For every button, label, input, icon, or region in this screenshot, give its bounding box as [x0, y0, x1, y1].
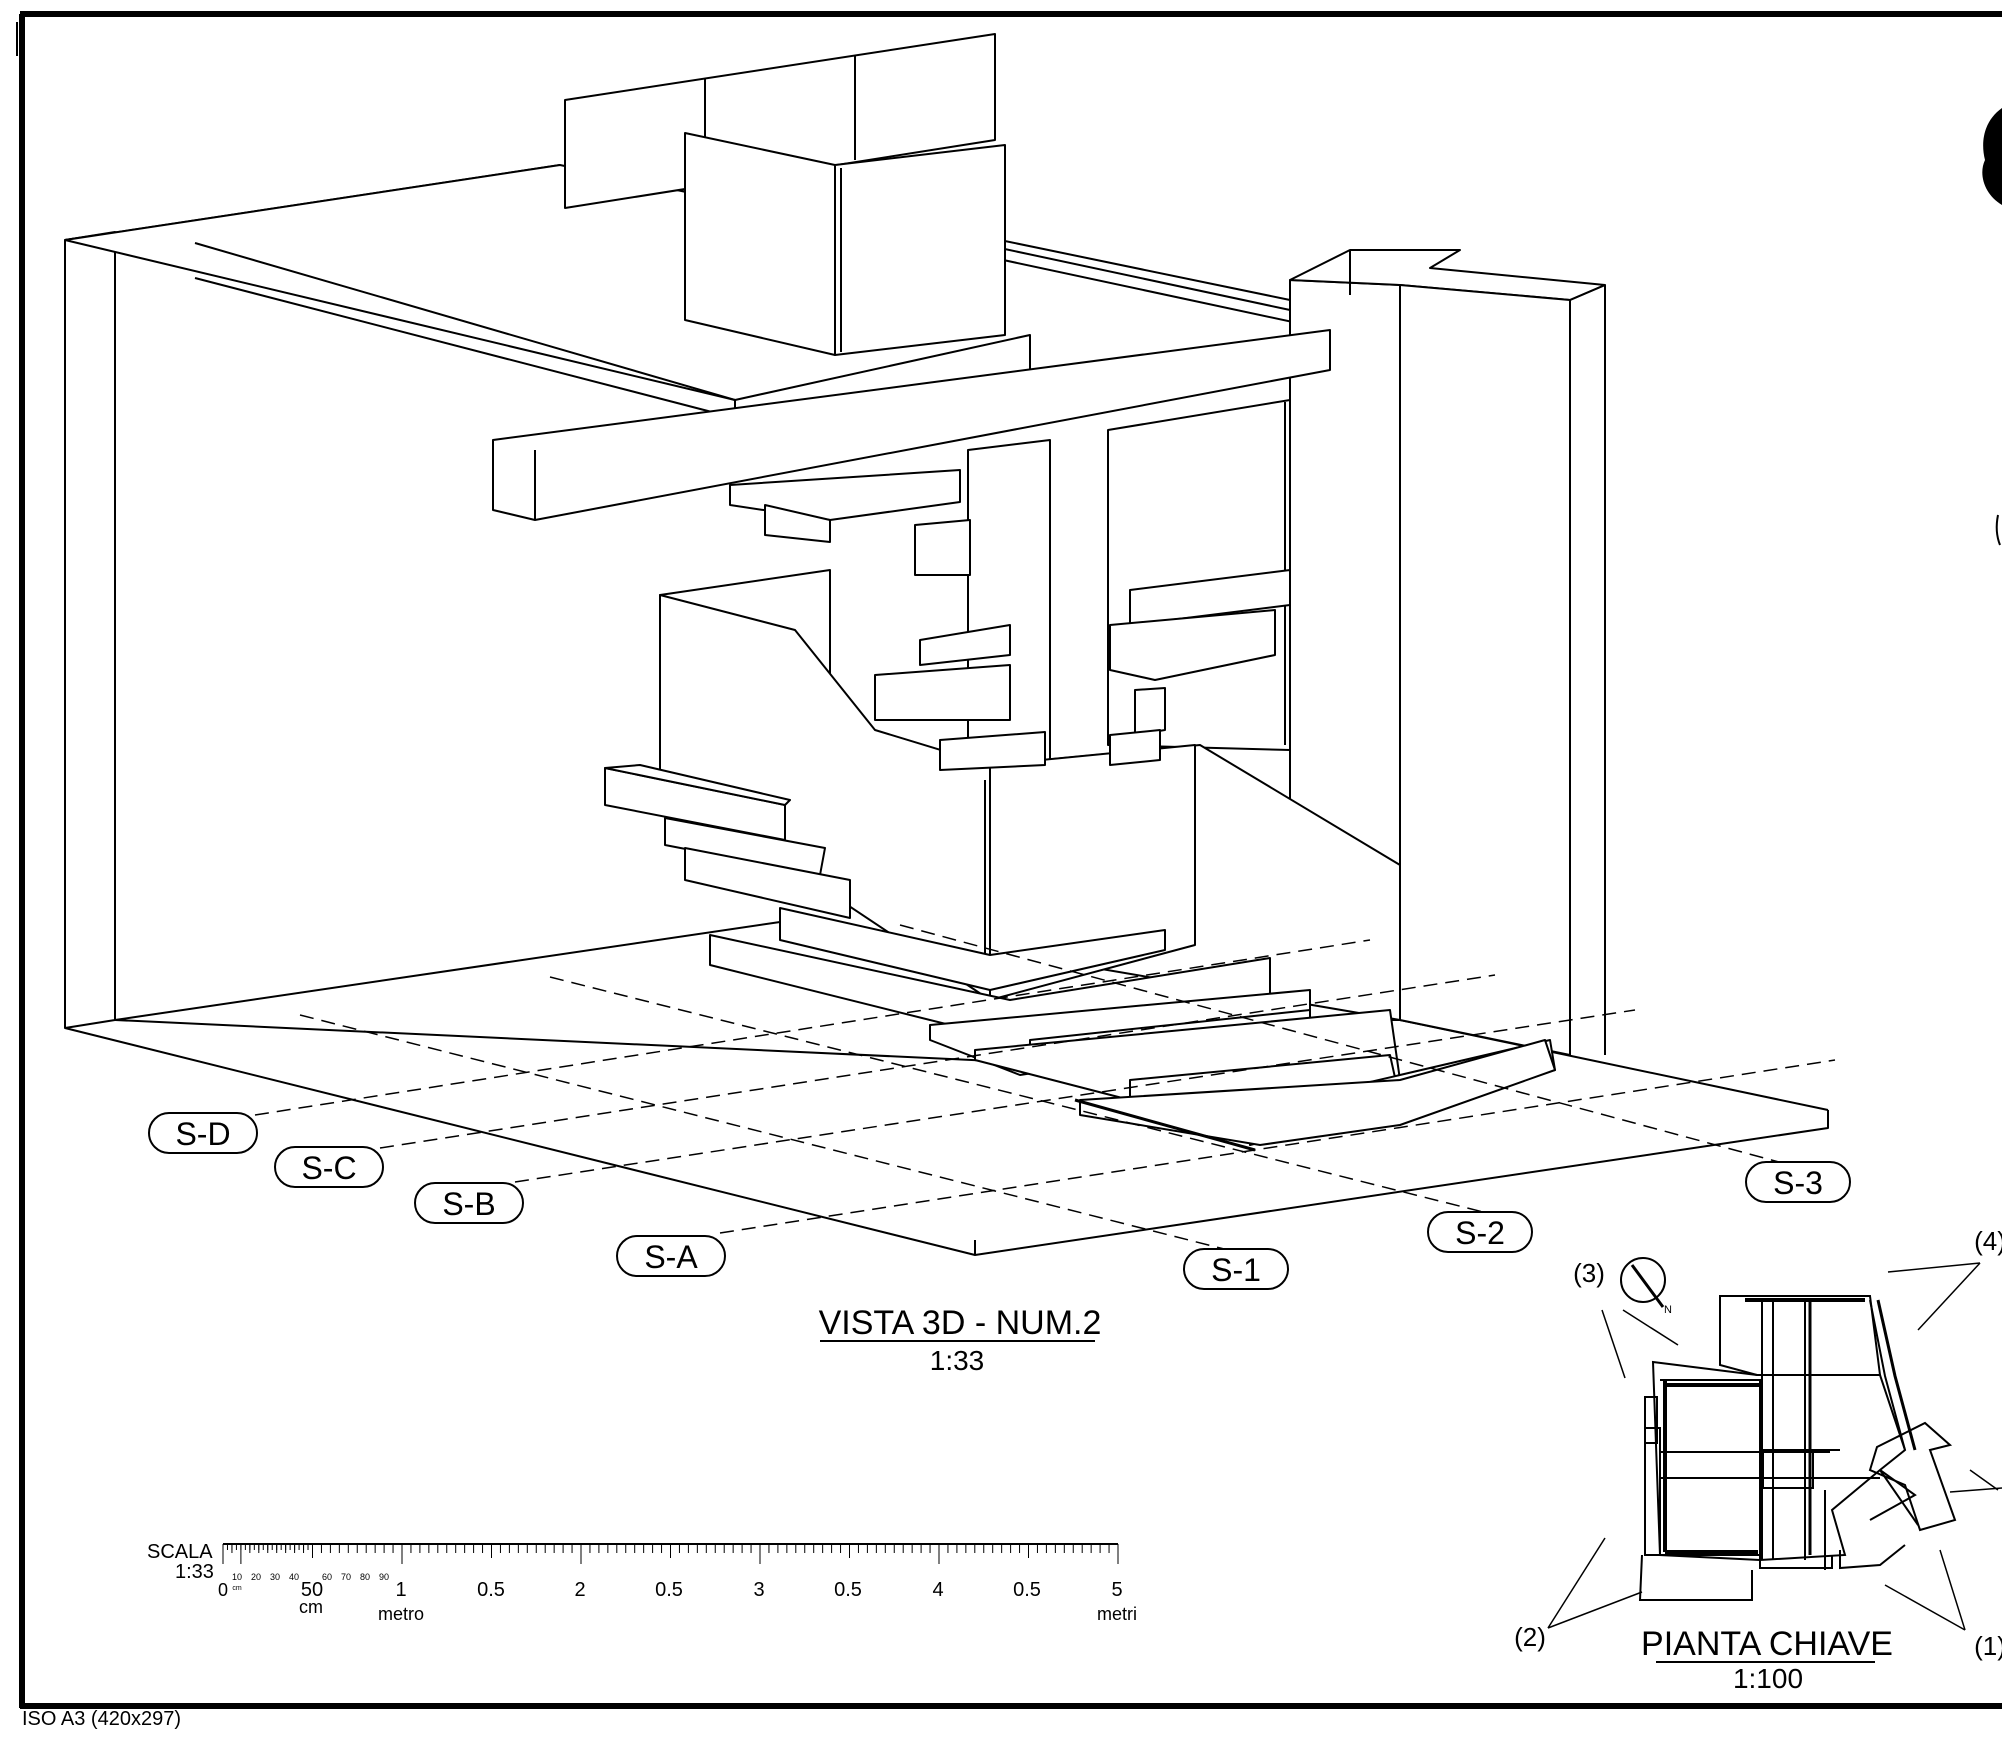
- section-marker-s-2[interactable]: S-2: [1427, 1211, 1533, 1253]
- svg-text:S-C: S-C: [301, 1150, 356, 1186]
- view-scale: 1:33: [930, 1345, 985, 1376]
- section-lines: [254, 924, 1836, 1254]
- north-label: N: [1664, 1304, 1672, 1316]
- section-marker-s-d[interactable]: S-D: [148, 1112, 258, 1154]
- top-wall-back: [564, 33, 996, 209]
- section-marker-s-b[interactable]: S-B: [414, 1182, 524, 1224]
- cross-beam: [492, 329, 1331, 521]
- scale-bar-ratio: 1:33: [175, 1561, 214, 1583]
- svg-text:0.5: 0.5: [477, 1579, 505, 1601]
- svg-text:S-A: S-A: [644, 1239, 698, 1275]
- callout-2: (2): [1514, 1622, 1546, 1652]
- scale-bar-major-labels: 50 1 0.5 2 0.5 3 0.5 4 0.5 5 cm metro me…: [299, 1579, 1137, 1624]
- key-plan-title-block: PIANTA CHIAVE 1:100: [1641, 1625, 1893, 1694]
- svg-text:4: 4: [932, 1579, 943, 1601]
- scale-bar: SCALA 1:33 0 10 20 30 40 60 70 80 90 cm …: [147, 1541, 1137, 1624]
- north-arrow: N: [1620, 1257, 1672, 1316]
- key-plan-callouts: (1) (2) (3) (4): [1514, 1226, 2002, 1661]
- svg-text:cm: cm: [232, 1585, 242, 1592]
- svg-text:S-1: S-1: [1211, 1252, 1261, 1288]
- svg-text:1: 1: [395, 1579, 406, 1601]
- scale-bar-ticks: [222, 1544, 1119, 1564]
- key-plan-outline: [1638, 1295, 1957, 1601]
- svg-text:metro: metro: [378, 1604, 424, 1624]
- svg-text:metri: metri: [1097, 1604, 1137, 1624]
- scale-bar-label: SCALA: [147, 1541, 213, 1563]
- svg-text:80: 80: [360, 1572, 370, 1582]
- svg-text:S-D: S-D: [175, 1116, 230, 1152]
- key-plan-callout-leaders: [1547, 1262, 2002, 1631]
- view-title: VISTA 3D - NUM.2: [819, 1304, 1102, 1342]
- tree-symbol: [1982, 108, 2002, 546]
- section-marker-s-1[interactable]: S-1: [1183, 1248, 1289, 1290]
- svg-text:S-B: S-B: [442, 1186, 495, 1222]
- isometric-3d-view: [64, 33, 1829, 1256]
- view-title-block: VISTA 3D - NUM.2 1:33: [819, 1304, 1102, 1376]
- svg-text:2: 2: [574, 1579, 585, 1601]
- svg-text:60: 60: [322, 1572, 332, 1582]
- callout-4: (4): [1974, 1226, 2002, 1256]
- section-marker-s-a[interactable]: S-A: [616, 1235, 726, 1277]
- svg-text:50: 50: [301, 1579, 323, 1601]
- svg-text:0.5: 0.5: [1013, 1579, 1041, 1601]
- section-marker-s-c[interactable]: S-C: [274, 1146, 384, 1188]
- svg-text:90: 90: [379, 1572, 389, 1582]
- top-wall-front: [684, 132, 836, 356]
- svg-text:cm: cm: [299, 1597, 323, 1617]
- key-plan-title: PIANTA CHIAVE: [1641, 1625, 1893, 1663]
- svg-text:S-2: S-2: [1455, 1215, 1505, 1251]
- svg-text:0.5: 0.5: [834, 1579, 862, 1601]
- svg-text:30: 30: [270, 1572, 280, 1582]
- key-plan: N: [1514, 1226, 2002, 1694]
- section-markers: S-D S-C S-B S-A S-3 S-2 S-1: [148, 1112, 1851, 1290]
- key-plan-scale: 1:100: [1733, 1663, 1803, 1694]
- left-wall: [64, 231, 116, 1029]
- svg-text:70: 70: [341, 1572, 351, 1582]
- sheet-border: [16, 11, 2002, 1709]
- callout-3: (3): [1573, 1258, 1605, 1288]
- scale-bar-cm-labels: 0 10 20 30 40 60 70 80 90 cm: [218, 1572, 389, 1600]
- section-marker-s-3[interactable]: S-3: [1745, 1161, 1851, 1203]
- svg-text:10: 10: [232, 1572, 242, 1582]
- svg-text:0.5: 0.5: [655, 1579, 683, 1601]
- svg-text:20: 20: [251, 1572, 261, 1582]
- svg-text:0: 0: [218, 1580, 228, 1600]
- svg-text:40: 40: [289, 1572, 299, 1582]
- svg-text:S-3: S-3: [1773, 1165, 1823, 1201]
- svg-text:3: 3: [753, 1579, 764, 1601]
- callout-1: (1): [1974, 1631, 2002, 1661]
- sheet-format: ISO A3 (420x297): [22, 1708, 181, 1730]
- svg-text:5: 5: [1111, 1579, 1122, 1601]
